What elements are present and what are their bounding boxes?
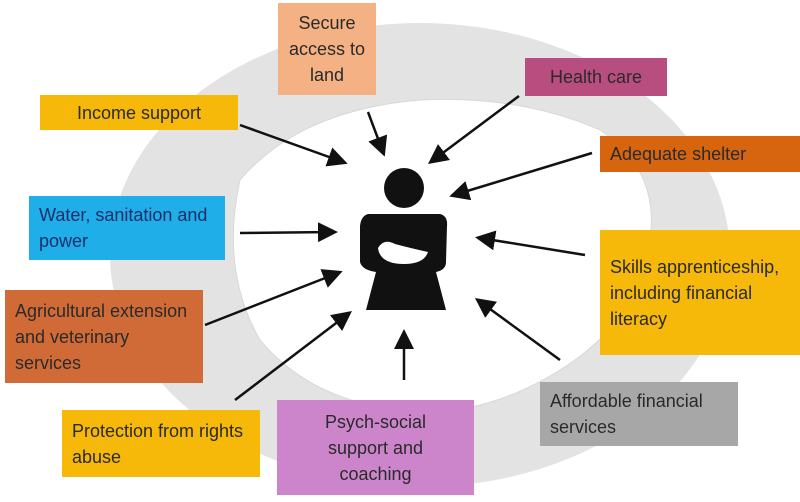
mother-with-baby-icon bbox=[360, 168, 448, 310]
label: Protection from rights abuse bbox=[72, 420, 244, 467]
label: Secure access to land bbox=[288, 13, 366, 85]
arrow-health bbox=[427, 94, 520, 164]
box-protection-from-rights-abuse: Protection from rights abuse bbox=[62, 410, 260, 477]
arrow-land bbox=[366, 111, 388, 157]
box-secure-access-to-land: Secure access to land bbox=[278, 3, 376, 95]
arrow-water bbox=[239, 222, 338, 243]
box-agricultural-extension: Agricultural extension and veterinary se… bbox=[5, 290, 203, 383]
label: Agricultural extension and veterinary se… bbox=[15, 300, 188, 373]
box-income-support: Income support bbox=[40, 95, 238, 130]
label: Skills apprenticeship, including financi… bbox=[610, 256, 780, 329]
arrow-shelter bbox=[449, 151, 593, 201]
arrow-protection bbox=[234, 310, 352, 401]
box-health-care: Health care bbox=[525, 58, 667, 96]
arrow-income bbox=[239, 123, 348, 167]
label: Water, sanitation and power bbox=[39, 205, 208, 251]
label: Health care bbox=[549, 67, 643, 87]
arrow-skills bbox=[475, 230, 586, 257]
box-water-sanitation-power: Water, sanitation and power bbox=[29, 196, 225, 260]
arrow-agri bbox=[204, 269, 343, 327]
box-psych-social-support: Psych-social support and coaching bbox=[277, 400, 474, 495]
label: Adequate shelter bbox=[610, 144, 747, 164]
label: Affordable financial services bbox=[550, 391, 703, 437]
arrow-finance bbox=[474, 298, 561, 362]
box-affordable-financial-services: Affordable financial services bbox=[540, 382, 738, 446]
box-skills-apprenticeship: Skills apprenticeship, including financi… bbox=[600, 230, 800, 355]
label: Income support bbox=[76, 102, 202, 123]
box-adequate-shelter: Adequate shelter bbox=[600, 136, 800, 172]
label: Psych-social support and coaching bbox=[324, 411, 427, 484]
